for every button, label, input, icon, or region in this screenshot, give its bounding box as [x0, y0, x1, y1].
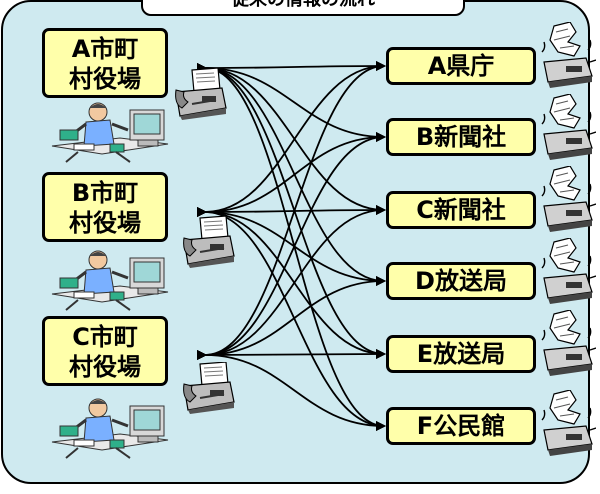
ringing-fax-icon: [541, 390, 596, 456]
ringing-fax-icon: [541, 166, 596, 232]
office-box-a: A市町 村役場: [42, 28, 168, 98]
dest-box-c-newspaper: C新聞社: [386, 191, 536, 229]
office-b-line1: B市町: [71, 179, 139, 207]
connection-line-1-1: [196, 132, 386, 218]
office-box-c: C市町 村役場: [42, 316, 168, 386]
fax-machine-icon: [175, 68, 227, 120]
connection-line-2-4: [196, 349, 386, 361]
office-box-b: B市町 村役場: [42, 172, 168, 242]
dest-box-f-community-hall: F公民館: [386, 407, 536, 445]
connection-line-0-0: [196, 61, 386, 74]
dest-box-e-broadcaster: E放送局: [386, 335, 536, 373]
ringing-fax-icon: [541, 94, 596, 160]
ringing-fax-icon: [541, 238, 596, 304]
busy-office-worker-icon: [51, 398, 169, 459]
dest-box-a-prefecture: A県庁: [386, 47, 536, 85]
dest-box-b-newspaper: B新聞社: [386, 118, 536, 156]
ringing-fax-icon: [541, 310, 596, 376]
ringing-fax-icon: [541, 22, 596, 88]
fax-machine-icon: [183, 362, 235, 414]
busy-office-worker-icon: [51, 250, 169, 311]
dest-box-d-broadcaster: D放送局: [386, 262, 536, 300]
office-c-line1: C市町: [72, 323, 138, 351]
diagram-title: 従来の情報の流れ: [141, 0, 465, 16]
connection-line-2-5: [196, 349, 386, 431]
office-a-line1: A市町: [71, 35, 139, 63]
fax-machine-icon: [183, 216, 235, 268]
office-a-line2: 村役場: [69, 65, 141, 93]
connection-line-1-0: [196, 61, 386, 218]
office-b-line2: 村役場: [69, 209, 141, 237]
office-c-line2: 村役場: [69, 353, 141, 381]
connection-lines: [196, 61, 386, 431]
busy-office-worker-icon: [51, 102, 169, 163]
